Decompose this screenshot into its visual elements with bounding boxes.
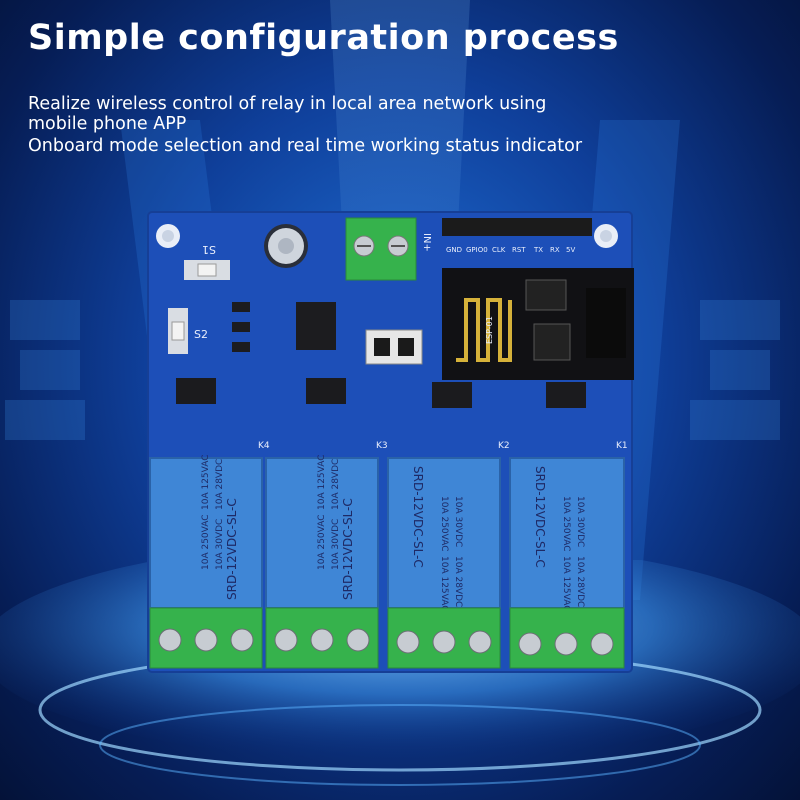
pin-label-gpio0: GPIO0 xyxy=(466,246,488,254)
esp-module-label: ESP-01 xyxy=(485,316,494,344)
relay-2-model: SRD-12VDC-SL-C xyxy=(341,498,355,600)
relay-3-rating-c: 10A 30VDC xyxy=(453,496,463,547)
header-pin-labels: GND GPIO0 CLK RST TX RX 5V xyxy=(446,246,575,254)
pin-label-clk: CLK xyxy=(492,246,506,254)
relay-3-rating-a: 10A 250VAC xyxy=(439,496,449,552)
description-line-2: mobile phone APP xyxy=(28,114,187,134)
power-terminal[interactable] xyxy=(345,217,417,281)
relay-1-model: SRD-12VDC-SL-C xyxy=(225,498,239,600)
relay-1-rating-c: 10A 30VDC xyxy=(215,519,225,570)
relay-2-rating-a: 10A 250VAC xyxy=(317,514,327,570)
relay-4-rating-a: 10A 250VAC xyxy=(561,496,571,552)
relay-3: SRD-12VDC-SL-C 10A 250VAC 10A 125VAC 10A… xyxy=(387,457,501,612)
relay-label-k1: K1 xyxy=(616,441,628,451)
pin-label-rst: RST xyxy=(512,246,526,254)
mode-jumper[interactable] xyxy=(365,329,423,365)
relay-1-rating-b: 10A 125VAC xyxy=(201,454,211,510)
relay-3-model: SRD-12VDC-SL-C xyxy=(411,466,425,568)
relay-1-rating-d: 10A 28VDC xyxy=(215,459,225,510)
relay-2-rating-d: 10A 28VDC xyxy=(331,459,341,510)
pin-label-gnd: GND xyxy=(446,246,462,254)
esp-01-module: ESP-01 xyxy=(442,268,634,380)
relay-terminals[interactable] xyxy=(149,607,625,669)
relay-4: SRD-12VDC-SL-C 10A 250VAC 10A 125VAC 10A… xyxy=(509,457,625,612)
relay-4-rating-c: 10A 30VDC xyxy=(575,496,585,547)
relay-3-rating-b: 10A 125VAC xyxy=(439,556,449,612)
description-line-3: Onboard mode selection and real time wor… xyxy=(28,136,583,156)
optocouplers xyxy=(176,378,586,408)
relay-board: S1 S2 IN+ GND GPIO0 CL xyxy=(146,210,636,680)
relay-3-rating-d: 10A 28VDC xyxy=(453,556,463,607)
relay-label-k4: K4 xyxy=(258,441,270,451)
relays: SRD-12VDC-SL-C 10A 250VAC 10A 125VAC 10A… xyxy=(149,454,625,612)
relay-2: SRD-12VDC-SL-C 10A 250VAC 10A 125VAC 10A… xyxy=(265,454,379,609)
pin-label-rx: RX xyxy=(550,246,560,254)
pin-label-tx: TX xyxy=(533,246,543,254)
power-input-label: IN+ xyxy=(421,233,432,252)
headline: Simple configuration process xyxy=(28,18,619,58)
button-s2-label: S2 xyxy=(194,328,208,341)
relay-4-rating-d: 10A 28VDC xyxy=(575,556,585,607)
button-s1-label: S1 xyxy=(202,243,216,256)
relay-label-k3: K3 xyxy=(376,441,388,451)
button-s2[interactable]: S2 xyxy=(168,308,208,354)
ic-chip xyxy=(232,302,336,352)
relay-label-k2: K2 xyxy=(498,441,510,451)
relay-2-rating-b: 10A 125VAC xyxy=(317,454,327,510)
relay-1-rating-a: 10A 250VAC xyxy=(201,514,211,570)
pin-header xyxy=(442,218,592,236)
pin-label-5v: 5V xyxy=(566,246,575,254)
relay-1: SRD-12VDC-SL-C 10A 250VAC 10A 125VAC 10A… xyxy=(149,454,263,609)
relay-2-rating-c: 10A 30VDC xyxy=(331,519,341,570)
button-s1[interactable]: S1 xyxy=(184,243,230,280)
capacitor xyxy=(264,224,308,268)
description-line-1: Realize wireless control of relay in loc… xyxy=(28,94,547,114)
relay-4-model: SRD-12VDC-SL-C xyxy=(533,466,547,568)
mounting-holes xyxy=(156,224,618,248)
relay-4-rating-b: 10A 125VAC xyxy=(561,556,571,612)
